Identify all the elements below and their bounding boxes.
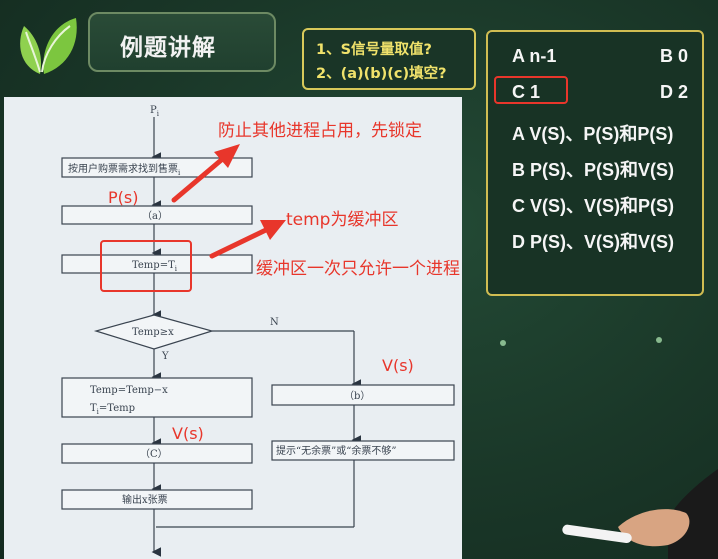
flow-no-label: N — [270, 317, 279, 328]
flow-box-a: （a） — [142, 210, 168, 222]
question-2: 2、(a)(b)(c)填空? — [316, 66, 447, 82]
flowchart-diagram: Pi 按用户购票需求找到售票i （a） Temp=Ti Temp≥x Y N T… — [61, 105, 455, 557]
option-q1-a: A n-1 — [512, 46, 557, 66]
option-q1-d: D 2 — [659, 82, 688, 102]
option-q2-d: D P(S)、V(S)和V(S) — [512, 232, 674, 252]
annotation-lock: 防止其他进程占用，先锁定 — [218, 121, 422, 141]
page-title: 例题讲解 — [120, 35, 216, 61]
flow-update-line2: Ti=Temp — [90, 403, 135, 416]
flow-decision: Temp≥x — [132, 327, 174, 338]
flow-box-c: （C） — [140, 448, 168, 460]
annotation-ps: P(s) — [108, 188, 139, 207]
options-panel: A n-1 B 0 C 1 D 2 A V(S)、P(S)和P(S) B P(S… — [486, 30, 704, 296]
leaf-logo-icon — [20, 18, 77, 74]
flow-box-temp-assign: Temp=Ti — [132, 260, 178, 273]
option-q1-b: B 0 — [659, 46, 688, 66]
flow-box-b: （b） — [344, 390, 370, 402]
flow-start-label: Pi — [150, 105, 160, 118]
flow-update-line1: Temp=Temp−x — [90, 385, 168, 396]
flow-output: 输出x张票 — [122, 493, 168, 506]
board-dot — [500, 340, 506, 346]
board-dot — [656, 337, 662, 343]
flow-box-find-ticket: 按用户购票需求找到售票i — [68, 162, 181, 177]
question-box: 1、S信号量取值? 2、(a)(b)(c)填空? — [302, 28, 476, 90]
annotation-vs-c: V(s) — [172, 424, 204, 443]
flow-prompt: 提示“无余票”或“余票不够” — [276, 444, 396, 457]
temp-assign-highlight — [100, 240, 192, 292]
answer-highlight-c1 — [494, 76, 568, 104]
option-q2-b: B P(S)、P(S)和V(S) — [512, 160, 674, 180]
presenter-hand — [562, 469, 718, 559]
title-box: 例题讲解 — [88, 12, 276, 72]
annotation-vs-b: V(s) — [382, 356, 414, 375]
option-q2-c: C V(S)、V(S)和P(S) — [512, 196, 674, 216]
question-1: 1、S信号量取值? — [316, 42, 432, 58]
flow-yes-label: Y — [161, 351, 169, 362]
option-q2-a: A V(S)、P(S)和P(S) — [512, 124, 674, 144]
annotation-temp-buffer: temp为缓冲区 — [286, 210, 399, 230]
annotation-buffer-one: 缓冲区一次只允许一个进程 — [256, 259, 460, 279]
option-q1-c: C 1 — [512, 82, 541, 102]
